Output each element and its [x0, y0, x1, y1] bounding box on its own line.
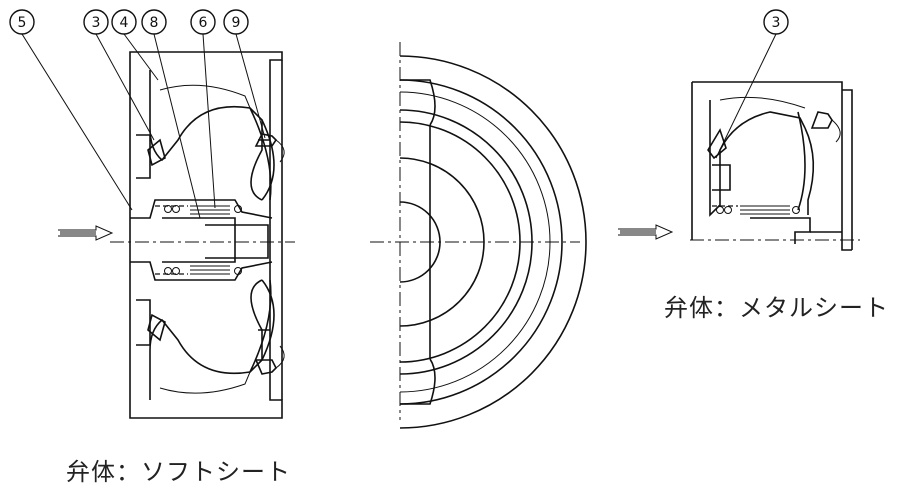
callout-9: 9 — [223, 9, 249, 35]
svg-text:4: 4 — [120, 15, 129, 31]
callout-5: 5 — [9, 9, 35, 35]
soft-seat-callouts: 5 3 4 8 6 9 — [9, 9, 249, 35]
flow-direction-arrow-right — [618, 224, 674, 240]
svg-text:5: 5 — [18, 15, 27, 31]
soft-seat-valve-section — [21, 33, 295, 419]
callout-4: 4 — [111, 9, 137, 35]
svg-text:3: 3 — [92, 15, 101, 31]
svg-text:8: 8 — [150, 15, 159, 31]
callout-3: 3 — [83, 9, 109, 35]
caption-metal-seat: 弁体：メタルシート — [664, 294, 889, 322]
caption-soft-seat: 弁体：ソフトシート — [66, 458, 291, 486]
callout-6: 6 — [190, 9, 216, 35]
svg-text:3: 3 — [772, 15, 781, 31]
callout-8: 8 — [141, 9, 167, 35]
metal-seat-callouts: 3 — [763, 9, 789, 35]
valve-end-view — [370, 42, 587, 429]
callout-3-metal: 3 — [763, 9, 789, 35]
svg-text:6: 6 — [199, 15, 208, 31]
metal-seat-valve-section — [618, 33, 860, 251]
flow-direction-arrow — [58, 225, 114, 241]
svg-text:9: 9 — [232, 15, 241, 31]
